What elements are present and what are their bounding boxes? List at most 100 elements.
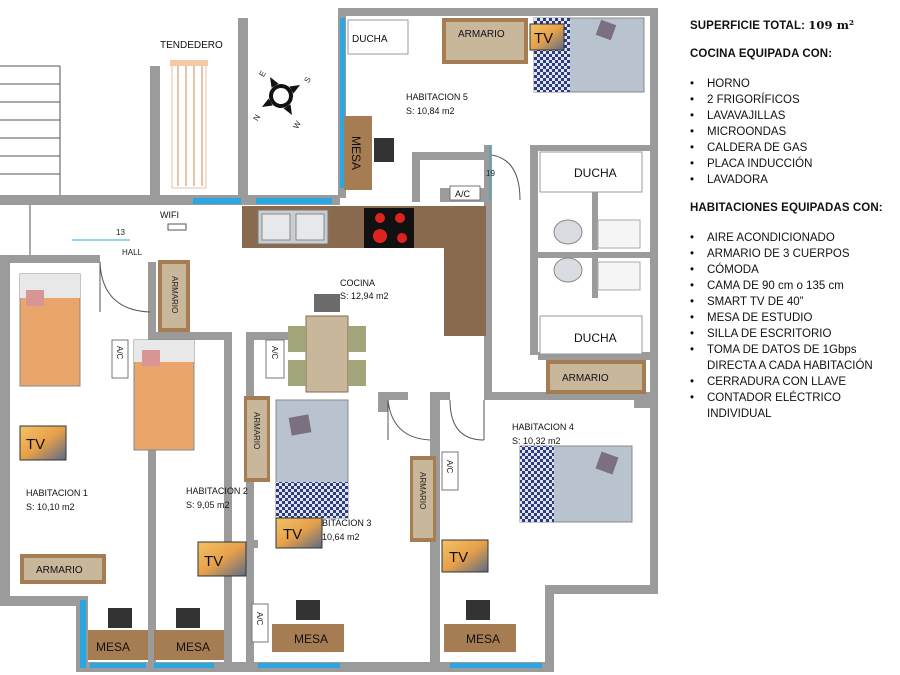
- hab2-area: S: 9,05 m2: [186, 500, 230, 510]
- list-item: CONTADOR ELÉCTRICO INDIVIDUAL: [690, 390, 900, 422]
- chair-hab2: [176, 608, 200, 628]
- hab4-name: HABITACION 4: [512, 422, 574, 432]
- ac-hab3-label: A/C: [270, 346, 279, 360]
- tv-hab2-label: TV: [204, 553, 223, 570]
- ac-hab5: [449, 185, 481, 201]
- ac-hab5-label: A/C: [455, 189, 471, 199]
- hab1-name: HABITACION 1: [26, 488, 88, 498]
- rooms-list: AIRE ACONDICIONADO ARMARIO DE 3 CUERPOS …: [690, 230, 900, 422]
- hab4-area: S: 10,32 m2: [512, 436, 561, 446]
- chair-hab1: [108, 608, 132, 628]
- hab1-area: S: 10,10 m2: [26, 502, 75, 512]
- list-item: PLACA INDUCCIÓN: [690, 156, 900, 172]
- bathroom-top: DUCHA: [539, 151, 643, 249]
- tv-hab1: TV: [19, 425, 67, 461]
- cocina-name: COCINA: [340, 278, 375, 288]
- tv-hab5-label: TV: [534, 30, 553, 47]
- floor-plan: TENDEDERO N E S W WIFI HALL 13 19 COCIN: [0, 8, 658, 672]
- total-surface-value: 109 m²: [808, 18, 855, 32]
- list-item: CAMA DE 90 cm o 135 cm: [690, 278, 900, 294]
- list-item: TOMA DE DATOS DE 1Gbps DIRECTA A CADA HA…: [690, 342, 900, 374]
- armario-hab5-label: ARMARIO: [458, 29, 505, 40]
- armario-hab2-top-label: ARMARIO: [170, 276, 179, 313]
- tendedero-label: TENDEDERO: [160, 40, 223, 51]
- list-item: LAVADORA: [690, 172, 900, 188]
- list-item: ARMARIO DE 3 CUERPOS: [690, 246, 900, 262]
- hall-label: HALL: [122, 248, 143, 257]
- laundry-rack: [170, 60, 208, 189]
- ac-hab3b: [251, 603, 269, 643]
- list-item: AIRE ACONDICIONADO: [690, 230, 900, 246]
- wifi-router: [167, 223, 187, 231]
- armario-hab1-label: ARMARIO: [36, 565, 83, 576]
- tv-hab3: TV: [275, 517, 323, 549]
- list-item: CÓMODA: [690, 262, 900, 278]
- tv-hab5: TV: [529, 23, 565, 51]
- tv-hab3-label: TV: [283, 526, 302, 543]
- cocina-area: S: 12,94 m2: [340, 291, 389, 301]
- kitchen-list: HORNO 2 FRIGORÍFICOS LAVAVAJILLAS MICROO…: [690, 76, 900, 188]
- ac-hab2: [111, 339, 129, 379]
- compass-w: W: [291, 119, 303, 130]
- hab5-area: S: 10,84 m2: [406, 106, 455, 116]
- bathroom-bottom: DUCHA: [539, 257, 643, 355]
- list-item: SILLA DE ESCRITORIO: [690, 326, 900, 342]
- door-swings: [29, 154, 521, 441]
- compass-s: S: [302, 75, 312, 84]
- list-item: CERRADURA CON LLAVE: [690, 374, 900, 390]
- kitchen-table: [288, 294, 366, 393]
- mesa-hab5: [344, 116, 372, 190]
- total-surface-prefix: SUPERFICIE TOTAL:: [690, 20, 809, 32]
- kitchen-heading: COCINA EQUIPADA CON:: [690, 48, 833, 60]
- chair-hab5: [374, 138, 394, 162]
- mesa-hab2-label: MESA: [176, 640, 210, 654]
- door-number-13: 13: [116, 228, 125, 237]
- ac-hab4-label: A/C: [445, 460, 454, 474]
- compass-e: E: [257, 69, 267, 78]
- ac-hab3b-label: A/C: [255, 612, 264, 626]
- chair-hab3: [296, 600, 320, 620]
- armario-hab2-label: ARMARIO: [252, 412, 261, 449]
- ac-hab4: [441, 451, 459, 491]
- rooms-heading: HABITACIONES EQUIPADAS CON:: [690, 202, 883, 214]
- ducha-hab5-label: DUCHA: [352, 34, 388, 45]
- kitchen-counter: [242, 206, 486, 336]
- tv-hab2: TV: [197, 541, 247, 577]
- windows: [80, 18, 542, 668]
- list-item: CALDERA DE GAS: [690, 140, 900, 156]
- mesa-hab5-label: MESA: [349, 136, 363, 170]
- armario-hab3-label: ARMARIO: [418, 472, 427, 509]
- compass-n: N: [251, 113, 262, 123]
- mesa-hab2: [154, 630, 224, 660]
- list-item: HORNO: [690, 76, 900, 92]
- ac-hab2-label: A/C: [115, 346, 124, 360]
- list-item: 2 FRIGORÍFICOS: [690, 92, 900, 108]
- ducha-hab5: [347, 19, 409, 55]
- tv-hab4-label: TV: [449, 549, 468, 566]
- armario-hall-label: ARMARIO: [562, 373, 609, 384]
- door-number-19: 19: [486, 169, 495, 178]
- compass-icon: [261, 76, 301, 116]
- tv-hab4: TV: [441, 539, 489, 573]
- total-surface: SUPERFICIE TOTAL: 109 m²: [690, 18, 900, 32]
- mesa-hab3: [272, 624, 344, 652]
- hab3-area: 10,64 m2: [322, 532, 360, 542]
- ac-hab3: [265, 339, 285, 379]
- features-panel: SUPERFICIE TOTAL: 109 m² COCINA EQUIPADA…: [690, 18, 900, 436]
- ducha-bath-top-label: DUCHA: [574, 166, 617, 180]
- list-item: LAVAVAJILLAS: [690, 108, 900, 124]
- hab5-name: HABITACION 5: [406, 92, 468, 102]
- mesa-hab3-label: MESA: [294, 632, 328, 646]
- hab2-name: HABITACION 2: [186, 486, 248, 496]
- list-item: MICROONDAS: [690, 124, 900, 140]
- chair-hab4: [466, 600, 490, 620]
- ducha-bath-bottom-label: DUCHA: [574, 331, 617, 345]
- stairs: [0, 65, 61, 195]
- list-item: SMART TV DE 40”: [690, 294, 900, 310]
- mesa-hab1-label: MESA: [96, 640, 130, 654]
- mesa-hab1: [88, 630, 148, 660]
- hab3-name: BITACION 3: [322, 518, 371, 528]
- list-item: MESA DE ESTUDIO: [690, 310, 900, 326]
- tv-hab1-label: TV: [26, 436, 45, 453]
- mesa-hab4: [444, 624, 516, 652]
